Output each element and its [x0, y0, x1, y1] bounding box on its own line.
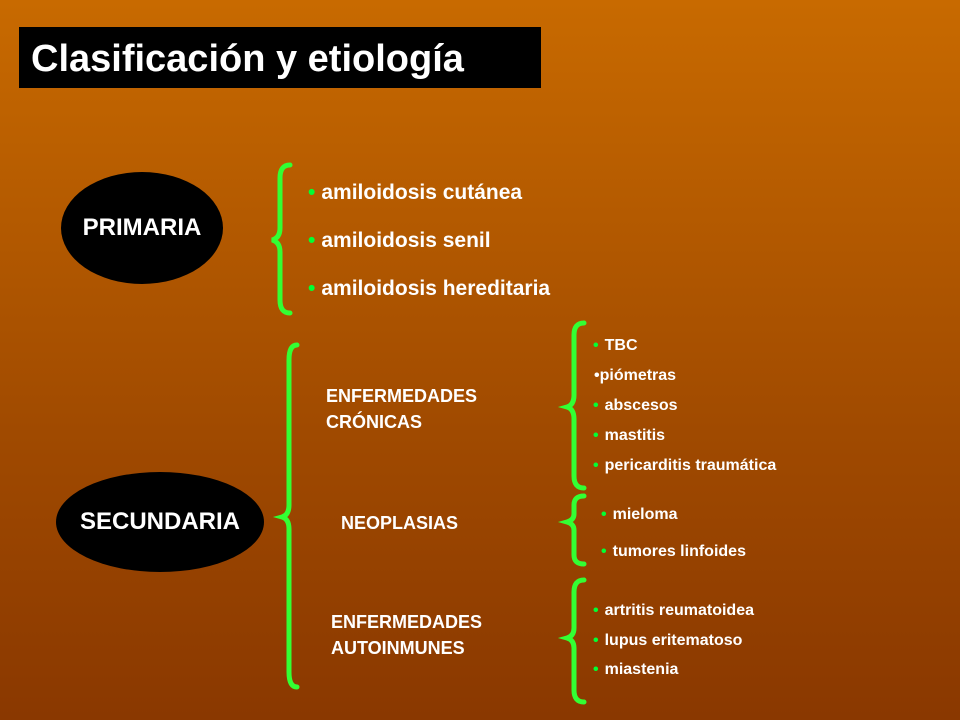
slide-title: Clasificación y etiología — [31, 38, 464, 80]
bullet-icon: • — [593, 602, 599, 619]
bullet-icon: • — [308, 181, 316, 204]
bullet-icon: • — [308, 229, 316, 252]
secundaria-ellipse: SECUNDARIA — [56, 472, 264, 572]
primaria-item: •amiloidosis senil — [308, 229, 491, 252]
autoinmunes-item: •artritis reumatoidea — [593, 602, 754, 619]
bullet-icon: • — [601, 506, 607, 523]
category-neoplasias: NEOPLASIAS — [341, 513, 459, 533]
primaria-item: •amiloidosis cutánea — [308, 181, 523, 204]
autoinmunes-item: •miastenia — [593, 661, 679, 678]
bullet-icon: • — [593, 457, 599, 474]
primaria-item: •amiloidosis hereditaria — [308, 277, 551, 300]
bullet-icon: • — [593, 632, 599, 649]
cronicas-item: •piómetras — [594, 367, 677, 384]
bullet-icon: • — [593, 661, 599, 678]
cronicas-item: •mastitis — [593, 427, 666, 444]
cronicas-item: •pericarditis traumática — [593, 457, 777, 474]
cronicas-item: •TBC — [593, 337, 638, 354]
bullet-icon: • — [593, 397, 599, 414]
bullet-icon: • — [593, 337, 599, 354]
autoinmunes-item: •lupus eritematoso — [593, 632, 743, 649]
secundaria-label: SECUNDARIA — [79, 508, 240, 535]
category-autoinmunes: ENFERMEDADES AUTOINMUNES — [331, 612, 483, 658]
primaria-label: PRIMARIA — [82, 214, 202, 241]
title-box — [19, 27, 541, 88]
brace-primaria — [271, 162, 293, 316]
brace-autoinmunes — [557, 577, 587, 705]
primaria-ellipse: PRIMARIA — [61, 172, 223, 284]
brace-neoplasias — [557, 493, 587, 567]
bullet-icon: • — [601, 543, 607, 560]
bullet-icon: • — [308, 277, 316, 300]
brace-cronicas — [557, 320, 587, 491]
neoplasias-item: •tumores linfoides — [601, 543, 746, 560]
brace-secundaria — [272, 342, 300, 690]
neoplasias-item: •mieloma — [601, 506, 678, 523]
cronicas-item: •abscesos — [593, 397, 678, 414]
bullet-icon: • — [593, 427, 599, 444]
category-cronicas: ENFERMEDADES CRÓNICAS — [326, 386, 478, 432]
